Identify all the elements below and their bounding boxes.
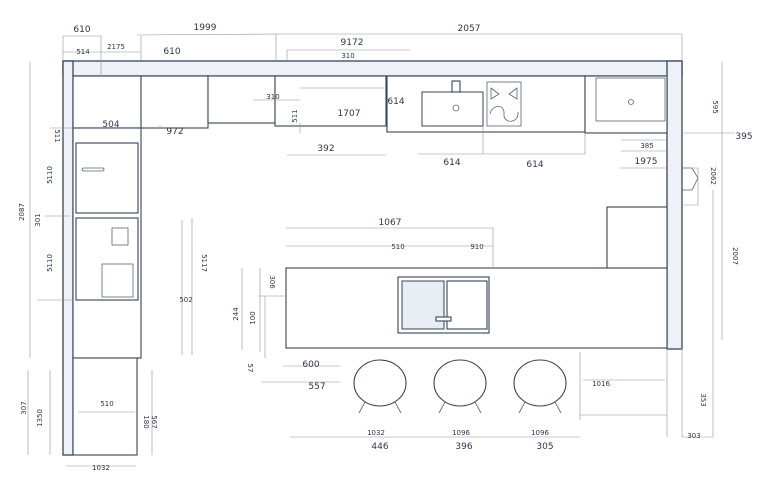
- dim-label: 310: [341, 52, 354, 60]
- base-cabinet: [274, 75, 387, 127]
- dim-label: 5117: [200, 254, 208, 272]
- pantry-cabinet: [72, 357, 138, 456]
- dim-label: 1707: [338, 109, 361, 119]
- dim-label: 244: [232, 307, 240, 321]
- stool: [513, 359, 567, 414]
- dim-label: 614: [443, 158, 460, 168]
- appliance-box: [595, 77, 666, 122]
- dim-label: 595: [711, 100, 719, 113]
- dim-label: 180: [142, 415, 150, 428]
- dim-label: 307: [20, 401, 28, 414]
- dim-label: 502: [179, 296, 192, 304]
- dim-label: 1096: [531, 429, 549, 437]
- stool: [353, 359, 407, 414]
- dim-label: 910: [470, 243, 483, 251]
- dim-label: 306: [268, 275, 276, 289]
- dim-label: 1999: [194, 23, 217, 33]
- dim-label: 510: [100, 400, 113, 408]
- dim-label: 504: [102, 120, 119, 130]
- dim-label: 9172: [341, 38, 364, 48]
- dim-label: 305: [536, 442, 553, 452]
- dim-label: 2175: [107, 43, 125, 51]
- dim-label: 100: [249, 311, 257, 324]
- left-cabinets: [72, 127, 142, 456]
- dim-label: 301: [34, 213, 42, 226]
- dimension-lines: [27, 33, 735, 467]
- dim-label: 1016: [592, 380, 610, 388]
- dim-label: 1096: [452, 429, 470, 437]
- dim-label: 510: [391, 243, 404, 251]
- dim-label: 2007: [731, 247, 739, 265]
- sink-cabinet: [386, 75, 586, 133]
- top-wall: [62, 60, 683, 77]
- dimension-labels: 610 514 2175 610 1999 9172 2057 310 310 …: [18, 23, 753, 472]
- knob-icon: [628, 99, 634, 105]
- dim-label: 1350: [36, 409, 44, 427]
- oven: [75, 217, 139, 301]
- sink-bowl-left: [401, 280, 445, 330]
- dim-label: 1975: [635, 157, 658, 167]
- fridge: [75, 142, 139, 214]
- tall-cabinet-right: [606, 206, 668, 269]
- stools: [353, 359, 567, 414]
- window-icon: [682, 167, 699, 191]
- dim-label: 972: [166, 127, 183, 137]
- faucet-icon: [451, 80, 461, 93]
- dim-label: 1067: [379, 218, 402, 228]
- dim-label: 2062: [709, 167, 717, 185]
- base-cabinet: [140, 75, 209, 129]
- sink-icon: [421, 91, 484, 127]
- dim-label: 303: [687, 432, 700, 440]
- cooktop-icon: [486, 81, 522, 127]
- faucet-icon: [435, 316, 452, 322]
- dim-label: 514: [76, 48, 90, 56]
- dim-label: 353: [699, 393, 707, 406]
- dim-label: 557: [308, 382, 325, 392]
- dim-label: 2057: [458, 24, 481, 34]
- dim-label: 57: [246, 364, 254, 373]
- dim-label: 396: [455, 442, 472, 452]
- dim-label: 610: [73, 25, 90, 35]
- island: [285, 206, 668, 349]
- dim-label: 610: [163, 47, 180, 57]
- oven-panel: [111, 227, 129, 246]
- walls: [62, 60, 699, 456]
- drain-icon: [452, 104, 460, 112]
- dim-label: 5110: [46, 254, 54, 272]
- dim-label: 511: [53, 129, 61, 142]
- top-cabinets: [72, 75, 668, 134]
- left-wall: [62, 60, 74, 456]
- dim-label: 600: [302, 360, 319, 370]
- dim-label: 5110: [46, 166, 54, 184]
- right-wall: [666, 60, 683, 350]
- dim-label: 511: [291, 109, 299, 122]
- dim-label: 1032: [367, 429, 385, 437]
- dim-label: 310: [266, 93, 279, 101]
- dim-label: 395: [735, 132, 752, 142]
- corner-cabinet-right: [584, 75, 668, 134]
- dim-label: 2087: [18, 203, 26, 221]
- dim-label: 567: [150, 415, 158, 428]
- handle-icon: [81, 167, 105, 172]
- oven-door: [101, 263, 134, 298]
- dim-label: 385: [640, 142, 653, 150]
- dim-label: 614: [526, 160, 543, 170]
- base-cabinet: [207, 75, 276, 124]
- sink-bowl-right: [446, 280, 488, 330]
- corner-cabinet: [72, 75, 142, 129]
- dim-label: 614: [387, 97, 404, 107]
- dim-label: 1032: [92, 464, 110, 472]
- stool: [433, 359, 487, 414]
- dim-label: 446: [371, 442, 388, 452]
- dim-label: 392: [317, 144, 334, 154]
